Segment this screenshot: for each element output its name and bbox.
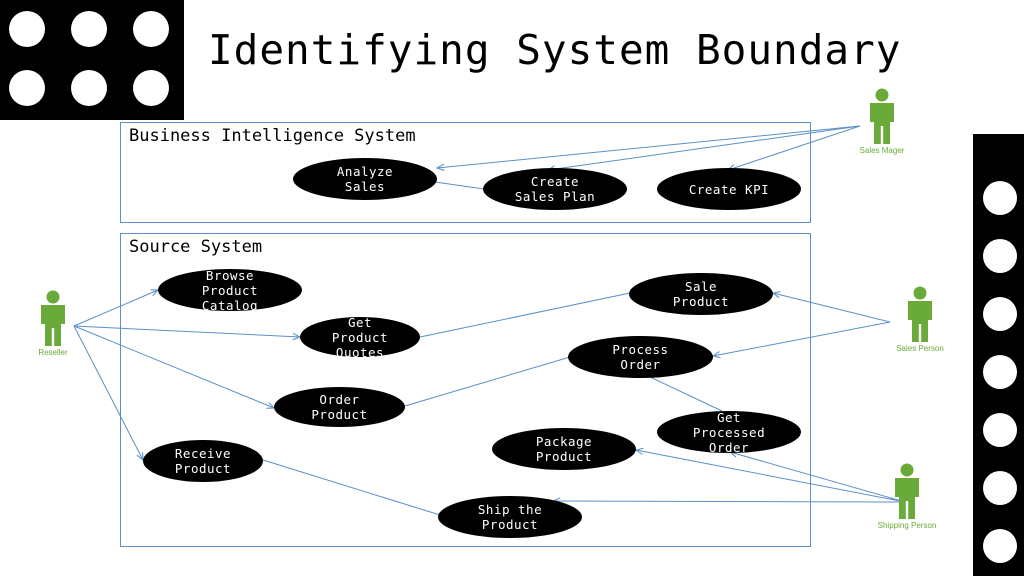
- dot-icon: [983, 413, 1017, 447]
- dot-icon: [983, 471, 1017, 505]
- usecase-browse-product-catalog: Browse Product Catalog: [158, 268, 302, 313]
- dot-icon: [71, 11, 107, 47]
- usecase-package-product: Package Product: [492, 428, 636, 470]
- connector-quotes-sale: [419, 292, 631, 338]
- connector-manager-plan: [548, 125, 861, 170]
- usecase-analyze-sales: Analyze Sales: [293, 158, 437, 200]
- dot-icon: [9, 11, 45, 47]
- dot-icon: [9, 70, 45, 106]
- connector-reseller-browse: [73, 290, 158, 327]
- dot-icon: [983, 529, 1017, 563]
- connector-salesperson-sale: [773, 293, 891, 323]
- bi-system-boundary: Business Intelligence System: [120, 122, 811, 223]
- person-icon: [41, 290, 65, 346]
- connector-shipping-get: [730, 452, 906, 503]
- usecase-get-product-quotes: Get Product Quotes: [300, 315, 420, 360]
- dot-icon: [133, 11, 169, 47]
- source-system-boundary: Source System: [120, 233, 811, 547]
- person-icon: [908, 286, 932, 342]
- usecase-order-product: Order Product: [274, 387, 405, 427]
- connector-shipping-ship: [553, 501, 906, 502]
- source-system-label: Source System: [129, 237, 263, 257]
- connector-reseller-order: [73, 325, 274, 408]
- actor-sales-manager: Sales Mager: [842, 88, 922, 155]
- dot-icon: [983, 355, 1017, 389]
- person-icon: [895, 463, 919, 519]
- decorative-dots-right: [973, 134, 1024, 576]
- usecase-create-sales-plan: Create Sales Plan: [483, 168, 627, 210]
- connector-analyze-plan: [434, 181, 485, 190]
- slide-title: Identifying System Boundary: [208, 26, 902, 74]
- dot-icon: [983, 239, 1017, 273]
- usecase-sale-product: Sale Product: [629, 273, 773, 315]
- usecase-receive-product: Receive Product: [143, 440, 263, 482]
- actor-reseller: Reseller: [13, 290, 93, 357]
- connector-reseller-receive: [73, 325, 143, 460]
- person-icon: [870, 88, 894, 144]
- connector-order-process: [404, 356, 571, 407]
- actor-sales-person: Sales Person: [880, 286, 960, 353]
- connector-manager-kpi: [728, 125, 861, 170]
- usecase-ship-the-product: Ship the Product: [438, 496, 582, 538]
- usecase-get-processed-order: Get Processed Order: [657, 410, 801, 455]
- connector-salesperson-process: [713, 321, 891, 356]
- connector-process-get: [649, 376, 723, 412]
- dot-icon: [133, 70, 169, 106]
- connector-reseller-quotes: [73, 325, 300, 337]
- bi-system-label: Business Intelligence System: [129, 126, 416, 146]
- usecase-process-order: Process Order: [568, 336, 713, 378]
- connector-shipping-package: [636, 450, 906, 503]
- dot-icon: [71, 70, 107, 106]
- dot-icon: [983, 297, 1017, 331]
- connector-receive-ship: [262, 459, 441, 516]
- usecase-create-kpi: Create KPI: [657, 168, 801, 210]
- connector-manager-analyze: [437, 125, 861, 168]
- actor-shipping-person: Shipping Person: [867, 463, 947, 530]
- dot-icon: [983, 181, 1017, 215]
- decorative-dots-top-left: [0, 0, 184, 120]
